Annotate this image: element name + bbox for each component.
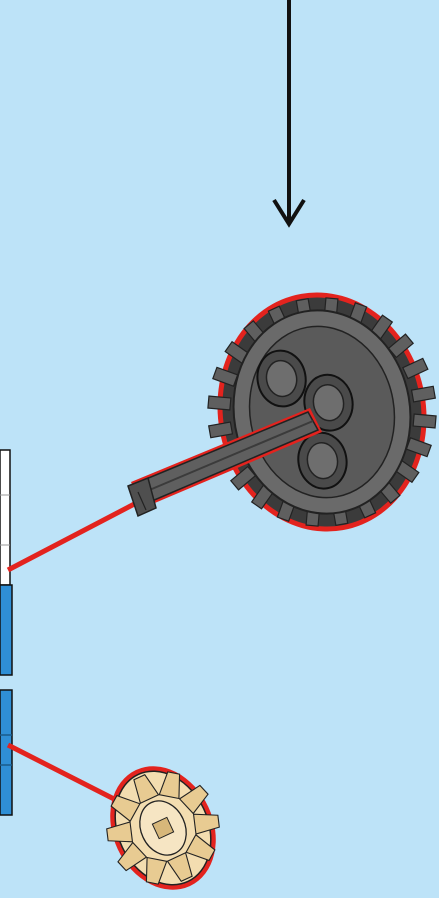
brick-stack-icon bbox=[0, 450, 12, 815]
connector-lines bbox=[8, 500, 142, 800]
down-arrow-icon bbox=[274, 0, 304, 224]
gear-24-tooth-icon bbox=[189, 274, 439, 550]
bevel-gear-icon bbox=[85, 746, 241, 898]
